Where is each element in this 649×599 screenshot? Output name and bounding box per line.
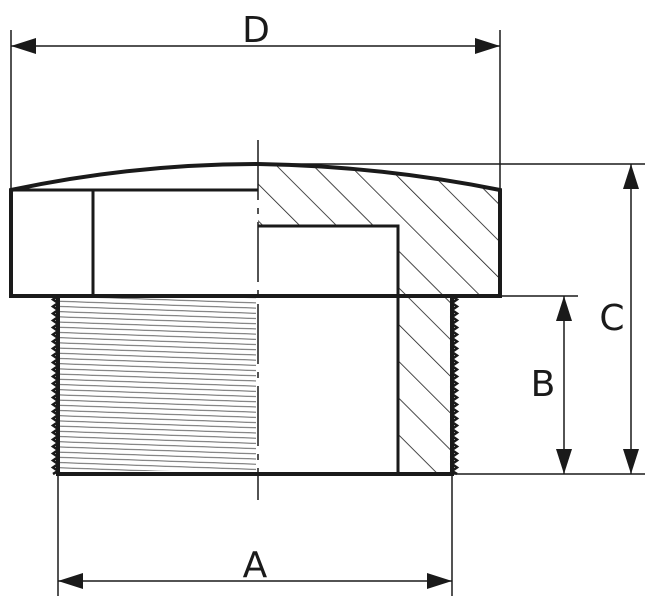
thread-edge-right <box>449 294 460 476</box>
arrowhead-d-right <box>475 38 500 54</box>
arrowhead-d-left <box>11 38 36 54</box>
dimension-label-a: A <box>243 545 268 586</box>
inner-bore-outline <box>258 224 400 474</box>
arrowhead-a-left <box>58 573 83 589</box>
arrowhead-c-bottom <box>623 449 639 474</box>
plug-body <box>9 140 502 500</box>
thread-edge-left <box>50 294 61 476</box>
arrowhead-b-bottom <box>556 449 572 474</box>
dimension-label-d: D <box>242 10 270 51</box>
thread-texture <box>58 296 256 471</box>
arrowhead-b-top <box>556 296 572 321</box>
dimension-label-c: C <box>599 298 624 339</box>
dimension-label-b: B <box>531 364 556 405</box>
dimension-a: A <box>57 474 453 596</box>
dimension-b: B <box>500 295 578 474</box>
plug-outline <box>9 161 502 476</box>
section-hatch-region <box>258 164 500 474</box>
arrowhead-c-top <box>623 164 639 189</box>
dimension-c: C <box>258 163 645 475</box>
arrowhead-a-right <box>427 573 452 589</box>
dimension-d: D <box>10 10 501 190</box>
